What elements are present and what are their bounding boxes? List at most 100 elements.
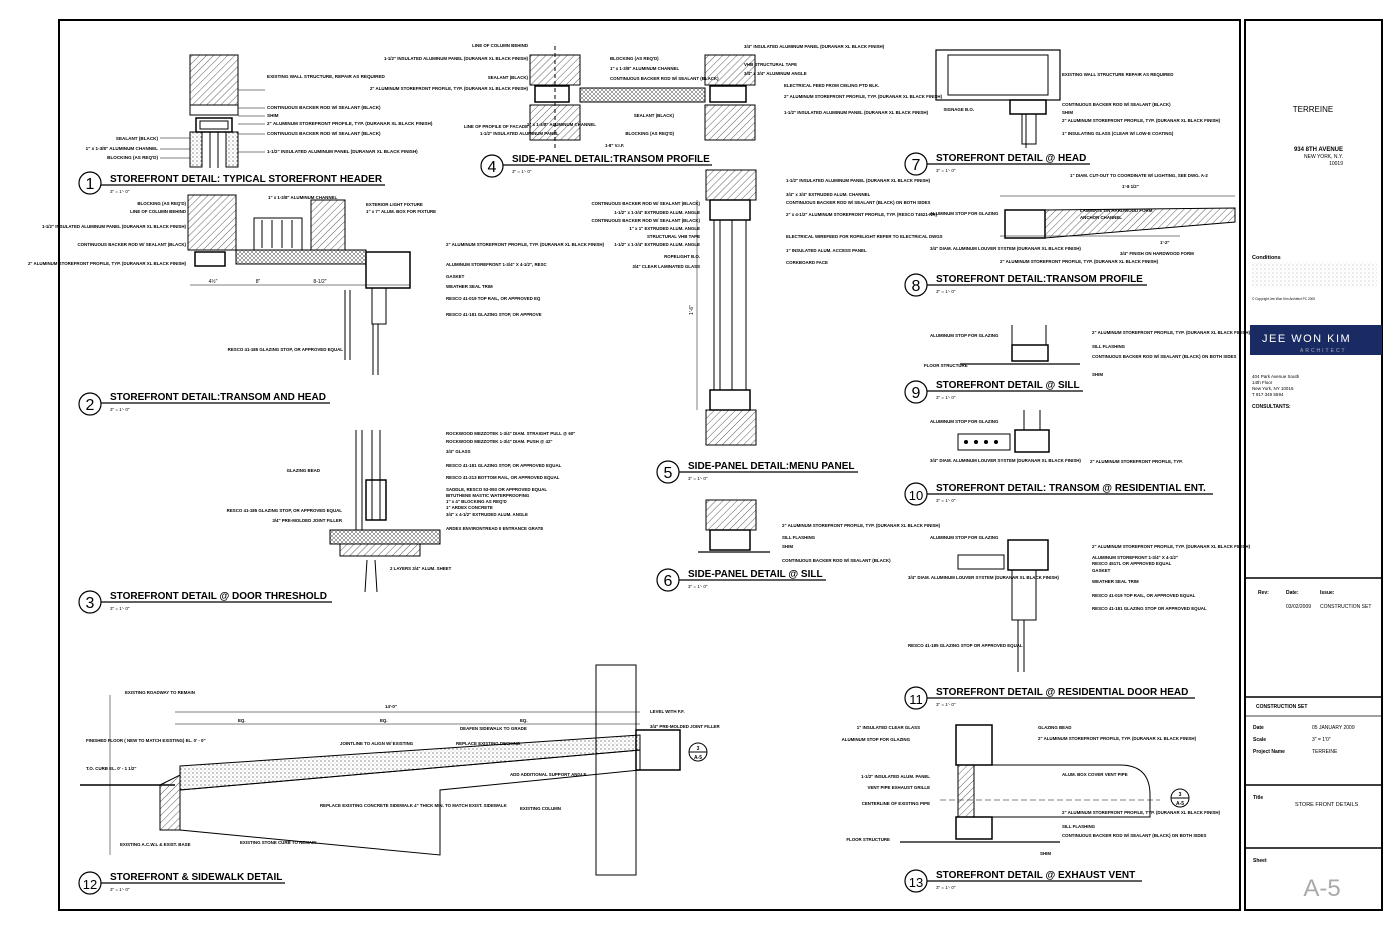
note: SILL FLASHING — [1092, 344, 1126, 349]
detail-8-drawing — [1000, 195, 1236, 239]
detail-title: STOREFRONT DETAIL:TRANSOM PROFILE — [936, 274, 1143, 285]
note: FINISHED FLOOR ( NEW TO MATCH EXISTING) … — [86, 738, 206, 743]
detail-title: STOREFRONT & SIDEWALK DETAIL — [110, 872, 282, 883]
note: 2" ALUMINUM STOREFRONT PROFILE, TYP. (DU… — [1092, 330, 1251, 335]
note: ELECTRICAL FEED FROM CEILING PTD BLK. — [784, 83, 879, 88]
note: 14'-0" — [385, 704, 397, 709]
note: 2" ALUMINUM STOREFRONT PROFILE, TYP. (DU… — [784, 94, 943, 99]
date-field: Date — [1253, 725, 1264, 731]
note: 1" DIAM. CUT-OUT TO COORDINATE W/ LIGHTI… — [1070, 173, 1208, 178]
detail-title-6: 6 SIDE-PANEL DETAIL @ SILL 3" = 1'- 0" — [656, 568, 826, 592]
detail-number: 5 — [664, 465, 673, 482]
note: 3/4" INSULATED ALUMINUM PANEL (DURANAR X… — [744, 44, 885, 49]
note: RESCO 41-019 TOP RAIL, OR APPROVED EQUAL — [1092, 593, 1196, 598]
detail-7-drawing — [935, 49, 1061, 148]
note: BLOCKING (AS REQ'D) — [610, 56, 659, 61]
note: 1" INSULATED CLEAR GLASS — [857, 725, 920, 730]
note: RESCO 41-181 GLAZING STOP, OR APPROVE — [446, 312, 542, 317]
note: GASKET — [446, 274, 465, 279]
note: WEATHER SEAL TRIM — [1092, 579, 1139, 584]
note: ALUMINUM STOREFRONT 1-3/4" X 4-1/2" — [1092, 555, 1178, 560]
note: 2" ALUMINUM STOREFRONT PROFILE, TYP. — [1090, 459, 1183, 464]
note: CONTINUOUS BACKER ROD W/ SEALANT (BLACK) — [77, 242, 186, 247]
note: 1" ARDEX CONCRETE — [446, 505, 493, 510]
note: SHIM — [1040, 851, 1051, 856]
detail-scale: 3" = 1'- 0" — [936, 885, 956, 890]
drawing-border — [58, 19, 1241, 911]
detail-scale: 3" = 1'- 0" — [936, 498, 956, 503]
project-name-field: Project Name — [1253, 749, 1285, 755]
note: ADD ADDITIONAL SUPPORT ANGLE — [510, 772, 587, 777]
svg-text:1'-6": 1'-6" — [689, 305, 695, 315]
note: 1" x 1-3/8" ALUMINUM CHANNEL — [86, 146, 159, 151]
detail-number: 13 — [909, 875, 923, 890]
note: BLOCKING (AS REQ'D) — [107, 155, 158, 160]
note: GLAZING BEAD — [1038, 725, 1071, 730]
note: LINE OF PROFILE OF FACADE — [464, 124, 528, 129]
detail-1-leaders — [160, 89, 265, 159]
note: EXTERIOR LIGHT FIXTURE — [366, 202, 423, 207]
note: EQ. — [520, 718, 528, 723]
note: 1-1/2" x 1-3/4" EXTRUDED ALUM. ANGLE — [614, 242, 700, 247]
note: 1" INSULATING GLASS (CLEAR W/ LOW-E COAT… — [1062, 131, 1174, 136]
note: 1" x 1-3/8" ALUMINUM CHANNEL — [268, 195, 337, 200]
detail-4-drawing — [529, 46, 756, 148]
detail-number: 10 — [909, 488, 923, 503]
note: SADDLE, RESCO 53-093 OR APPROVED EQUAL — [446, 487, 547, 492]
sheet-number: A-5 — [1303, 875, 1340, 902]
note: CONTINUOUS BACKER ROD W/ SEALANT (BLACK)… — [786, 200, 930, 205]
detail-10-notes: ALUMINUM STOP FOR GLAZING 3/4" DIAM. ALU… — [930, 419, 1183, 464]
detail-scale: 3" = 1'- 0" — [110, 606, 130, 611]
set-label: CONSTRUCTION SET — [1256, 704, 1307, 710]
detail-title: STOREFRONT DETAIL @ SILL — [936, 380, 1080, 391]
note: ELECTRICAL WIREFEED FOR ROPELIGHT REFER … — [786, 234, 943, 239]
office-line: New York, NY 10016 — [1252, 386, 1294, 391]
note: 1" x 1-3/8" ALUMINUM CHANNEL — [527, 122, 596, 127]
consultants-label: CONSULTANTS: — [1252, 404, 1291, 410]
note: ROCKWOOD MEZZOTEK 1-3/4" DIAM. PUSH @ 42… — [446, 439, 553, 444]
scale-value: 3" = 1'0" — [1312, 737, 1331, 743]
note: LINE OF COLUMN BEHIND — [130, 209, 186, 214]
detail-13-drawing — [900, 724, 1190, 843]
callout-sheet: A-5 — [1176, 801, 1184, 807]
detail-scale: 3" = 1'- 0" — [936, 702, 956, 707]
note: SILL FLASHING — [1062, 824, 1096, 829]
detail-title: STOREFRONT DETAIL @ RESIDENTIAL DOOR HEA… — [936, 687, 1188, 698]
note: CONTINUOUS BACKER ROD W/ SEALANT (BLACK) — [267, 105, 381, 110]
note: 2" x 4-1/2" ALUMINUM STOREFRONT PROFILE,… — [786, 212, 937, 217]
detail-6-notes: 2" ALUMINUM STOREFRONT PROFILE, TYP. (DU… — [782, 523, 941, 563]
detail-scale: 3" = 1'- 0" — [936, 289, 956, 294]
scale-field: Scale — [1253, 737, 1266, 743]
note: ARDEX ENVIRONTREAD II ENTRANCE GRATE — [446, 526, 543, 531]
detail-scale: 3" = 1'- 0" — [688, 584, 708, 589]
office-line: T 917 349 5594 — [1252, 392, 1284, 397]
note: LAMINATE ON HARDWOOD FORM — [1080, 208, 1153, 213]
note: EXISTING A.C.W.L & EXIST. BASE — [120, 842, 191, 847]
note: STRUCTURAL VHB TAPE — [647, 234, 700, 239]
note: 1" x 1" EXTRUDED ALUM. ANGLE — [629, 226, 700, 231]
note: 1" x 7" ALUM. BOX FOR FIXTURE — [366, 209, 436, 214]
detail-scale: 3" = 1'- 0" — [110, 407, 130, 412]
note: CONTINUOUS BACKER ROD W/ SEALANT (BLACK) — [1062, 102, 1171, 107]
svg-text:8-1/2": 8-1/2" — [313, 279, 326, 285]
detail-1-drawing — [189, 54, 239, 168]
logo-name: JEE WON KIM — [1262, 333, 1351, 345]
note: 3/4" x 3/4" ALUMINUM ANGLE — [744, 71, 807, 76]
project-name: TERREINE — [1293, 105, 1333, 114]
callout-number: 3 — [1179, 792, 1182, 798]
detail-title-2: 2 STOREFRONT DETAIL:TRANSOM AND HEAD 3" … — [78, 392, 330, 416]
note: ANCHOR CHANNEL — [1080, 215, 1122, 220]
note: 3/4" GLASS — [446, 449, 471, 454]
detail-4-notes: LINE OF COLUMN BEHIND 1-1/2" INSULATED A… — [370, 43, 943, 148]
detail-2-notes: BLOCKING (AS REQ'D) LINE OF COLUMN BEHIN… — [28, 195, 605, 352]
note: CONTINUOUS BACKER ROD W/ SEALANT (BLACK) — [591, 201, 700, 206]
detail-13-notes: 1" INSULATED CLEAR GLASS ALUMINUM STOP F… — [842, 725, 1221, 856]
note: 1-1/2" INSULATED ALUMINUM PANEL — [480, 131, 559, 136]
detail-11-drawing — [957, 539, 1049, 672]
note: CORKBOARD FACE — [786, 260, 828, 265]
conditions-label: Conditions — [1252, 255, 1281, 261]
note: JOINTLINE TO ALIGN W/ EXISTING — [340, 741, 414, 746]
note: 2" ALUMINUM STOREFRONT PROFILE, TYP. (DU… — [782, 523, 941, 528]
note: RESCO 41-185 GLAZING STOP, OR APPROVED E… — [227, 508, 343, 513]
note: 3/4" DIAM. ALUMINUM LOUVER SYSTEM (DURAN… — [930, 458, 1081, 463]
